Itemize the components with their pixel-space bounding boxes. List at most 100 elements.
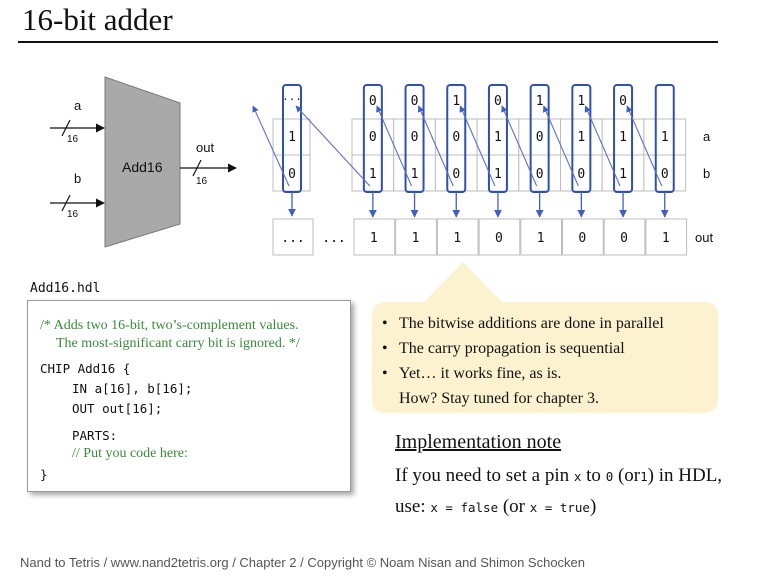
b-bit-7: 0	[661, 167, 669, 182]
b-bit-5: 0	[577, 167, 585, 182]
a-cell-5	[560, 118, 603, 156]
hdl-comment-line2: The most-significant carry bit is ignore…	[56, 336, 300, 351]
impl-pin: x	[573, 469, 582, 484]
impl-code-false: x = false	[430, 500, 499, 515]
a-bit-7: 1	[661, 130, 669, 145]
a-bit-0: 0	[369, 130, 377, 145]
a-cell-3	[476, 118, 520, 156]
carry-arrow-0	[295, 105, 371, 187]
a-bit-6: 1	[619, 130, 627, 145]
b-bit-0: 1	[369, 167, 377, 182]
hdl-parts-line: PARTS:	[72, 428, 118, 443]
carry-arrow-4	[501, 105, 538, 187]
b-bit-2: 0	[452, 167, 460, 182]
implementation-note-title: Implementation note	[395, 431, 562, 453]
carry-arrow-6	[584, 105, 621, 187]
a-cell-1	[393, 118, 436, 156]
a-cell-6	[601, 118, 645, 156]
a-bit-3: 1	[494, 130, 502, 145]
note-bullet-2: The carry propagation is sequential	[382, 336, 714, 361]
out-cell-2	[436, 218, 479, 256]
b-cell-0	[351, 154, 395, 192]
carry-arrow-1	[376, 105, 413, 187]
partial-b-cell	[272, 154, 311, 192]
out-cell-0	[353, 218, 396, 256]
carry-arrow-5	[542, 105, 579, 187]
out-bit-6: 0	[620, 231, 628, 246]
impl-text-1a: If you need to set a pin	[395, 465, 570, 486]
add16-chip: Add16 a 16 b 16 out 16	[50, 76, 237, 248]
out-ellipsis-gap: ...	[322, 231, 345, 246]
out-ellipsis-cell	[272, 218, 314, 256]
b-bit-1: 1	[411, 167, 419, 182]
hdl-close-line: }	[40, 467, 48, 482]
output-width: 16	[196, 176, 208, 187]
notes-text: The bitwise additions are done in parall…	[382, 311, 714, 411]
out-bit-4: 1	[537, 231, 545, 246]
partial-carry-arrow	[252, 105, 290, 187]
output-bus-slash	[192, 159, 202, 177]
hdl-out-line: OUT out[16];	[72, 401, 163, 416]
partial-carry-value: ...	[282, 90, 302, 103]
input-b-label: b	[74, 171, 81, 186]
a-bit-2: 0	[452, 130, 460, 145]
impl-or: (or	[502, 496, 525, 517]
impl-text-1c: (or	[617, 465, 641, 486]
implementation-line-1: If you need to set a pin x to 0 (or1) in…	[395, 461, 775, 492]
impl-code-true: x = true	[529, 500, 590, 515]
carry-bit-0: 0	[369, 94, 377, 109]
hdl-filename: Add16.hdl	[30, 281, 101, 296]
hdl-parts-comment: // Put you code here:	[72, 446, 188, 461]
b-bit-4: 0	[536, 167, 544, 182]
implementation-line-2: use: x = false (or x = true)	[395, 492, 775, 523]
input-a-label: a	[74, 98, 82, 113]
row-label-b: b	[703, 166, 710, 181]
partial-a-value: 1	[288, 130, 296, 145]
chip-label: Add16	[122, 159, 163, 175]
out-bit-2: 1	[453, 231, 461, 246]
out-bit-1: 1	[412, 231, 420, 246]
carry-bit-4: 1	[536, 94, 544, 109]
carry-arrow-7	[626, 105, 663, 187]
impl-use: use:	[395, 496, 426, 517]
impl-close: )	[589, 496, 597, 517]
hdl-comment-line1: /* Adds two 16-bit, two’s-complement val…	[40, 318, 299, 333]
partial-a-cell	[272, 118, 311, 156]
title-underline	[18, 41, 718, 43]
impl-one: 1	[640, 469, 648, 484]
carry-bit-5: 1	[577, 94, 585, 109]
out-bit-5: 0	[578, 231, 586, 246]
implementation-note-text: If you need to set a pin x to 0 (or1) in…	[395, 461, 775, 523]
impl-text-1b: to	[586, 465, 601, 486]
partial-b-value: 0	[288, 167, 296, 182]
note-bullet-1: The bitwise additions are done in parall…	[382, 311, 714, 336]
partial-column: ... 1 0 ... ...	[252, 84, 346, 256]
note-bullet-3-line1: Yet… it works fine, as is.	[399, 365, 562, 382]
input-a-width: 16	[67, 134, 79, 145]
impl-zero: 0	[605, 469, 614, 484]
out-ellipsis-in-cell: ...	[281, 231, 304, 246]
carry-bit-6: 0	[619, 94, 627, 109]
b-bit-6: 1	[619, 167, 627, 182]
input-a-bus-slash	[61, 119, 71, 137]
a-bit-1: 0	[411, 130, 419, 145]
carry-bit-2: 1	[452, 94, 460, 109]
carry-bit-3: 0	[494, 94, 502, 109]
note-bullet-3: Yet… it works fine, as is. How? Stay tune…	[382, 361, 714, 411]
out-cell-7	[645, 218, 688, 256]
out-bit-7: 1	[662, 231, 670, 246]
hdl-in-line: IN a[16], b[16];	[72, 381, 193, 396]
b-bit-3: 1	[494, 167, 502, 182]
hdl-code-box: /* Adds two 16-bit, two’s-complement val…	[27, 300, 351, 492]
output-label: out	[196, 140, 214, 155]
note-bullet-3-line2: How? Stay tuned for chapter 3.	[399, 390, 599, 407]
a-bit-4: 0	[536, 130, 544, 145]
out-bit-0: 1	[370, 231, 378, 246]
impl-text-1d: ) in HDL,	[647, 465, 723, 486]
out-bit-3: 0	[495, 231, 503, 246]
out-cell-4	[520, 218, 562, 256]
row-label-a: a	[703, 129, 711, 144]
out-cell-3	[478, 218, 521, 256]
out-cell-1	[395, 218, 437, 256]
